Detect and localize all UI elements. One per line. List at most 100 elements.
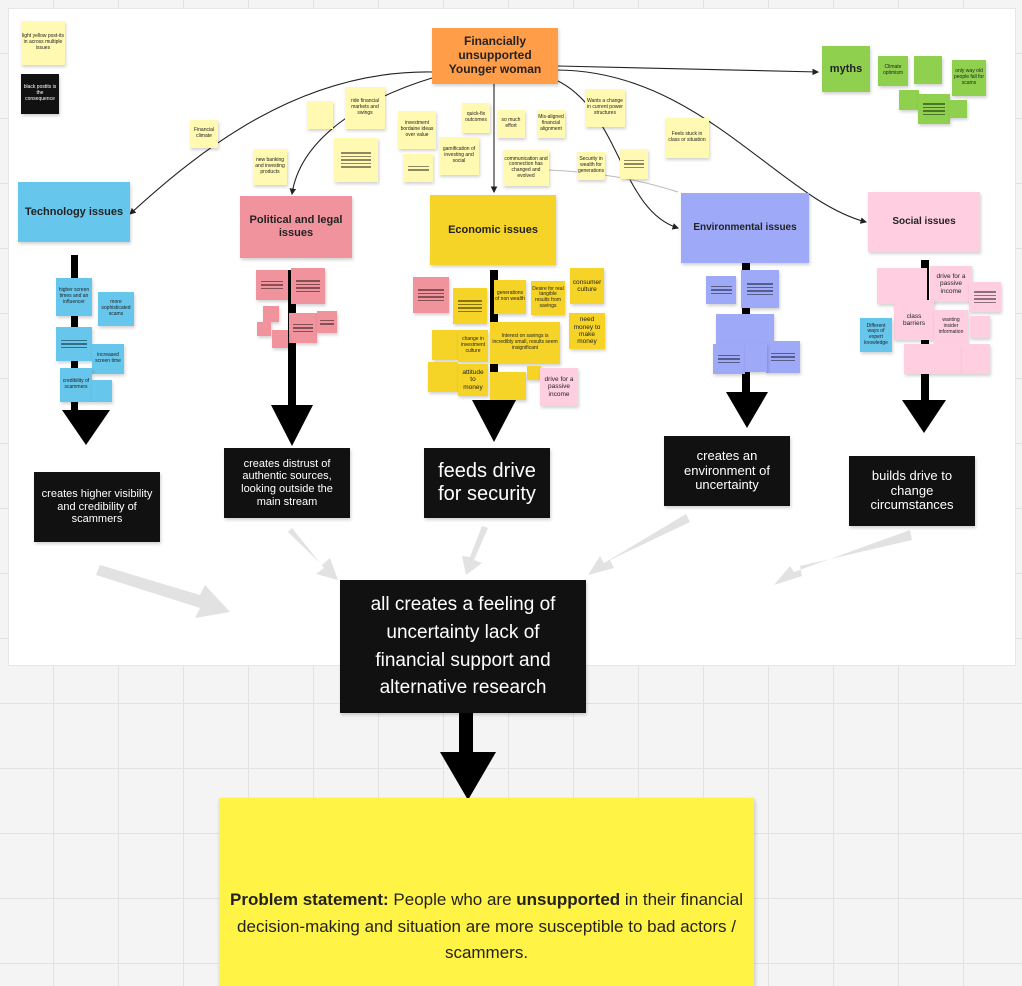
tech-note-credibility[interactable]: credibility of scammers xyxy=(60,368,92,402)
myths-label: myths xyxy=(829,62,863,75)
category-environmental[interactable]: Environmental issues xyxy=(681,193,809,263)
legend-black-text: black postits is the consequence xyxy=(23,84,57,102)
social-note-class-barriers[interactable]: class barriers xyxy=(894,300,934,340)
note-wants-change[interactable]: Wants a change in current power structur… xyxy=(585,89,625,127)
note-text: Different ways of expert knowledge xyxy=(864,322,888,346)
note-feels-stuck[interactable]: Feels stuck in class or situation xyxy=(665,118,709,158)
env-note-lines[interactable] xyxy=(766,341,800,373)
pol-note-lines[interactable] xyxy=(291,268,325,304)
note-text: consumer culture xyxy=(572,278,602,293)
econ-note-drive-passive[interactable]: drive for a passive income xyxy=(540,368,578,406)
note-text: so much effort xyxy=(501,117,521,129)
env-note-blank[interactable] xyxy=(716,314,774,344)
tech-note-screen-times[interactable]: higher screen times and an influencer xyxy=(56,278,92,316)
note-so-much-effort[interactable]: so much effort xyxy=(497,110,525,138)
econ-note-lines[interactable] xyxy=(453,288,487,324)
consequence-environmental[interactable]: creates an environment of uncertainty xyxy=(664,436,790,506)
note-misalignment[interactable]: Mis-aligned financial alignment xyxy=(537,110,565,138)
pol-note-lines[interactable] xyxy=(256,270,288,300)
tech-note-sophisticated[interactable]: more sophisticated scams xyxy=(98,292,134,326)
consequence-social[interactable]: builds drive to change circumstances xyxy=(849,456,975,526)
center-node[interactable]: Financially unsupported Younger woman xyxy=(432,28,558,84)
econ-note-attitude[interactable]: attitude to money xyxy=(458,364,488,396)
social-note-small[interactable] xyxy=(970,316,990,338)
note-text: Mis-aligned financial alignment xyxy=(538,114,564,132)
note-blank[interactable] xyxy=(307,101,333,129)
pol-note-small[interactable] xyxy=(263,306,279,322)
note-quick-fix[interactable]: quick-fix outcomes xyxy=(462,103,490,133)
category-social[interactable]: Social issues xyxy=(868,192,980,252)
note-text: investment bordaine ideas over value xyxy=(400,120,434,138)
consequence-political[interactable]: creates distrust of authentic sources, l… xyxy=(224,448,350,518)
note-lines[interactable] xyxy=(620,149,648,179)
note-text: quick-fix outcomes xyxy=(465,111,487,123)
tech-note-lines[interactable] xyxy=(56,327,92,361)
social-note-blank[interactable] xyxy=(904,344,962,374)
note-new-banking[interactable]: new banking and investing products xyxy=(253,149,287,185)
note-investment[interactable]: investment bordaine ideas over value xyxy=(398,111,436,149)
social-note-blank[interactable] xyxy=(877,268,927,304)
note-financial-climate[interactable]: Financial climate xyxy=(190,120,218,148)
econ-note-consumer[interactable]: consumer culture xyxy=(570,268,604,304)
note-text: higher screen times and an influencer xyxy=(58,287,90,305)
pol-note-small[interactable] xyxy=(272,330,288,348)
econ-note-small[interactable] xyxy=(527,366,541,380)
myth-note-climate[interactable]: Climate optimism xyxy=(878,56,908,86)
legend-black-note[interactable]: black postits is the consequence xyxy=(21,74,59,114)
myth-note-old-people[interactable]: only way old people fall for scams xyxy=(952,60,986,96)
legend-yellow-note[interactable]: light yellow post-its in across multiple… xyxy=(21,21,65,65)
myth-note-small[interactable] xyxy=(899,90,919,110)
problem-statement[interactable]: Problem statement: People who are unsupp… xyxy=(219,798,754,986)
consequence-environmental-text: creates an environment of uncertainty xyxy=(684,447,770,493)
note-lines[interactable] xyxy=(403,154,433,182)
econ-note-need-money[interactable]: need money to make money xyxy=(569,313,605,349)
env-note-small[interactable] xyxy=(745,344,767,372)
env-note-lines[interactable] xyxy=(706,276,736,304)
category-technology[interactable]: Technology issues xyxy=(18,182,130,242)
econ-note-small[interactable] xyxy=(490,372,526,400)
myth-note-text: Climate optimism xyxy=(882,64,903,76)
consequence-technology[interactable]: creates higher visibility and credibilit… xyxy=(34,472,160,542)
note-gamification[interactable]: gamification of investing and social xyxy=(439,137,479,175)
econ-note-interest-rates[interactable]: Interest on savings is incredibly small,… xyxy=(490,322,560,364)
note-lines[interactable] xyxy=(334,138,378,182)
env-note-lines[interactable] xyxy=(741,270,779,308)
econ-note-small[interactable] xyxy=(428,362,458,392)
note-ride-markets[interactable]: ride financial markets and swings xyxy=(345,87,385,129)
category-technology-label: Technology issues xyxy=(24,205,124,218)
category-economic-label: Economic issues xyxy=(448,223,538,236)
note-text: Desire for real tangible results from sa… xyxy=(532,285,564,309)
econ-note-change-structure[interactable]: change in investment culture xyxy=(458,330,488,362)
myth-note-small[interactable] xyxy=(949,100,967,118)
pol-note-lines[interactable] xyxy=(317,311,337,333)
note-text: drive for a passive income xyxy=(544,375,574,398)
social-note-insider[interactable]: wanting insider information xyxy=(934,310,968,344)
econ-note-tangible[interactable]: Desire for real tangible results from sa… xyxy=(531,281,565,315)
pol-note-lines[interactable] xyxy=(289,313,317,343)
myth-note-blank[interactable] xyxy=(914,56,942,84)
social-note-drive-passive[interactable]: drive for a passive income xyxy=(930,266,972,302)
note-text: gamification of investing and social xyxy=(442,146,476,164)
econ-note-small[interactable] xyxy=(432,330,458,360)
note-security-wealth[interactable]: Security in wealth for generations xyxy=(577,152,605,180)
econ-note-generations[interactable]: generations of non wealth xyxy=(494,280,526,314)
econ-note-lines[interactable] xyxy=(413,277,449,313)
consequence-economic[interactable]: feeds drive for security xyxy=(424,448,550,518)
social-note-small[interactable] xyxy=(962,344,990,374)
myths-node[interactable]: myths xyxy=(822,46,870,92)
note-communication[interactable]: communication and connection has changed… xyxy=(503,150,549,186)
note-text: credibility of scammers xyxy=(62,378,90,390)
category-political[interactable]: Political and legal issues xyxy=(240,196,352,258)
note-text: wanting insider information xyxy=(938,317,964,335)
tech-note-small[interactable] xyxy=(92,380,112,402)
tech-note-increased-screen[interactable]: increased screen time xyxy=(92,344,124,374)
social-note-expert[interactable]: Different ways of expert knowledge xyxy=(860,318,892,352)
note-text: communication and connection has changed… xyxy=(504,155,548,179)
env-note-lines[interactable] xyxy=(713,344,745,374)
social-note-lines[interactable] xyxy=(969,282,1001,312)
center-title: Financially unsupported Younger woman xyxy=(448,34,542,76)
summary-node[interactable]: all creates a feeling of uncertainty lac… xyxy=(340,580,586,713)
pol-note-small[interactable] xyxy=(257,322,271,336)
category-economic[interactable]: Economic issues xyxy=(430,195,556,265)
myth-note-lines[interactable] xyxy=(918,94,950,124)
